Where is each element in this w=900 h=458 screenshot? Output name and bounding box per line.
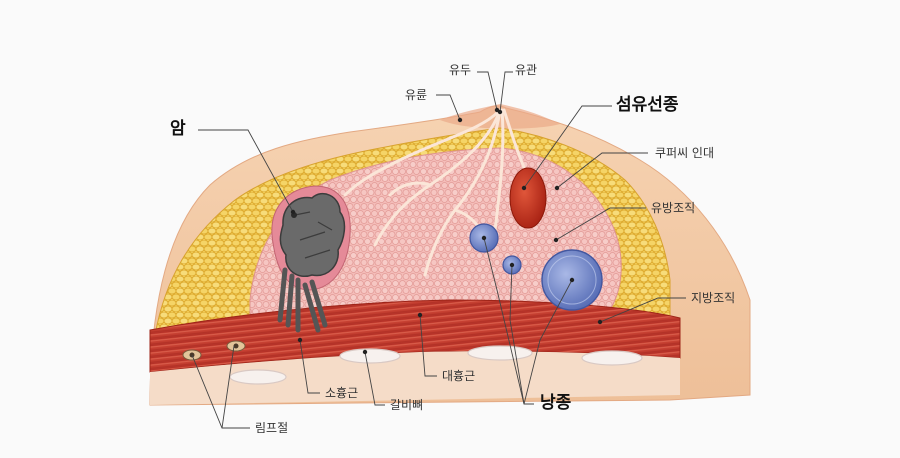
fibroadenoma-mass (509, 167, 547, 229)
label-cancer: 암 (170, 119, 186, 139)
label-fibroadenoma: 섬유선종 (616, 95, 679, 115)
label-pectoralis-major: 대흉근 (442, 369, 476, 383)
label-ribs: 갈비뼈 (390, 398, 424, 412)
label-glandular-tissue: 유방조직 (651, 201, 696, 215)
rib-bones (229, 345, 643, 385)
label-pectoralis-minor: 소흉근 (325, 386, 359, 400)
lower-skin-band (150, 351, 680, 405)
label-nipple: 유두 (449, 63, 472, 77)
label-lymph-node: 림프절 (255, 421, 289, 435)
leader-dots (290, 107, 603, 355)
label-cooper-ligament: 쿠퍼씨 인대 (655, 146, 715, 160)
label-fat-tissue: 지방조직 (691, 291, 736, 305)
label-cyst: 낭종 (540, 393, 572, 413)
label-areola: 유륜 (405, 88, 428, 102)
leader-lines (191, 71, 686, 429)
label-milk-duct: 유관 (515, 63, 538, 77)
